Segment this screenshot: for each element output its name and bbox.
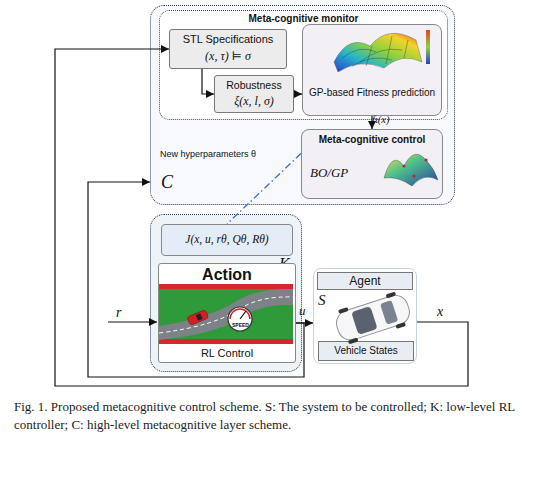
track-border bbox=[159, 339, 293, 344]
node-title: GP-based Fitness prediction bbox=[307, 87, 437, 99]
state-box: Vehicle States bbox=[318, 341, 414, 361]
signal-arrow bbox=[296, 322, 313, 323]
vehicle-wheel bbox=[348, 337, 359, 344]
vehicle-windshield bbox=[351, 306, 377, 335]
vehicle-rear-window bbox=[380, 300, 398, 325]
process-box: Robustness ξ(x, l, σ) bbox=[214, 75, 294, 113]
bo-sample bbox=[424, 158, 427, 161]
node-text: (x, τ) ⊨ σ bbox=[170, 50, 286, 64]
track-border bbox=[159, 284, 293, 289]
signal-arrow bbox=[202, 69, 214, 94]
node-title: C bbox=[161, 172, 173, 193]
node-title: Action bbox=[159, 266, 295, 284]
node-text: BO/GP bbox=[310, 166, 348, 181]
node-title: Meta-cognitive monitor bbox=[160, 13, 447, 25]
control-box: Meta-cognitive controlBO/GP bbox=[301, 129, 443, 199]
signal-arrow bbox=[371, 116, 372, 129]
rl-control-box: Action RL Control bbox=[158, 263, 296, 363]
metacognitive-layer: C Meta-cognitive monitorSTL Specification… bbox=[150, 5, 455, 205]
figure-caption: Fig. 1. Proposed metacognitive control s… bbox=[14, 398, 529, 433]
agent-group: AgentVehicle States bbox=[313, 268, 417, 364]
race-car bbox=[187, 310, 209, 326]
signal-name: r bbox=[116, 305, 121, 321]
process-box: STL Specifications (x, τ) ⊨ σ bbox=[169, 29, 287, 69]
gp-surface bbox=[334, 33, 422, 72]
prediction-box: GP-based Fitness prediction bbox=[302, 24, 442, 116]
grass-area bbox=[159, 284, 293, 344]
system-symbol: S bbox=[318, 292, 326, 309]
edge-label: x bbox=[437, 304, 443, 320]
hyperparameter-link bbox=[227, 154, 301, 225]
node-text: ξ(x, l, σ) bbox=[215, 95, 293, 109]
gp-colorbar bbox=[426, 30, 430, 64]
node-title: Agent bbox=[317, 272, 413, 290]
rl-controller-group: KJ(x, u, rθ, Qθ, Rθ)ActionRL Control bbox=[150, 214, 302, 372]
speed-scale bbox=[230, 309, 250, 319]
node-title: STL Specifications bbox=[170, 33, 286, 46]
car-window bbox=[196, 313, 203, 320]
road bbox=[159, 289, 293, 340]
reference-input-arrow bbox=[108, 321, 157, 322]
signal-arrow bbox=[55, 49, 468, 386]
node-title: Robustness bbox=[215, 79, 293, 91]
vehicle-wheel bbox=[338, 307, 349, 314]
vehicle-body bbox=[333, 292, 413, 343]
bo-sample bbox=[402, 164, 405, 167]
gp-mesh bbox=[342, 36, 408, 66]
node-title: Meta-cognitive control bbox=[304, 134, 440, 146]
cost-function-box: J(x, u, rθ, Qθ, Rθ) bbox=[161, 224, 293, 256]
node-text: RL Control bbox=[159, 347, 295, 360]
vehicle-wheel bbox=[395, 322, 406, 329]
vehicle-wheel bbox=[385, 292, 396, 299]
signal-arrow bbox=[88, 182, 304, 377]
speed-needle bbox=[240, 311, 246, 319]
node-title: J(x, u, rθ, Qθ, Rθ) bbox=[162, 233, 292, 246]
bo-surface bbox=[384, 154, 438, 186]
monitor-group: Meta-cognitive monitorSTL Specifications… bbox=[159, 10, 448, 120]
node-title: Vehicle States bbox=[319, 345, 413, 357]
bo-sample bbox=[412, 174, 415, 177]
lane-marking bbox=[159, 297, 293, 333]
signal-arrow bbox=[294, 93, 302, 94]
vehicle-illustration bbox=[332, 289, 414, 346]
speedometer bbox=[228, 307, 252, 331]
car-body bbox=[187, 310, 209, 326]
